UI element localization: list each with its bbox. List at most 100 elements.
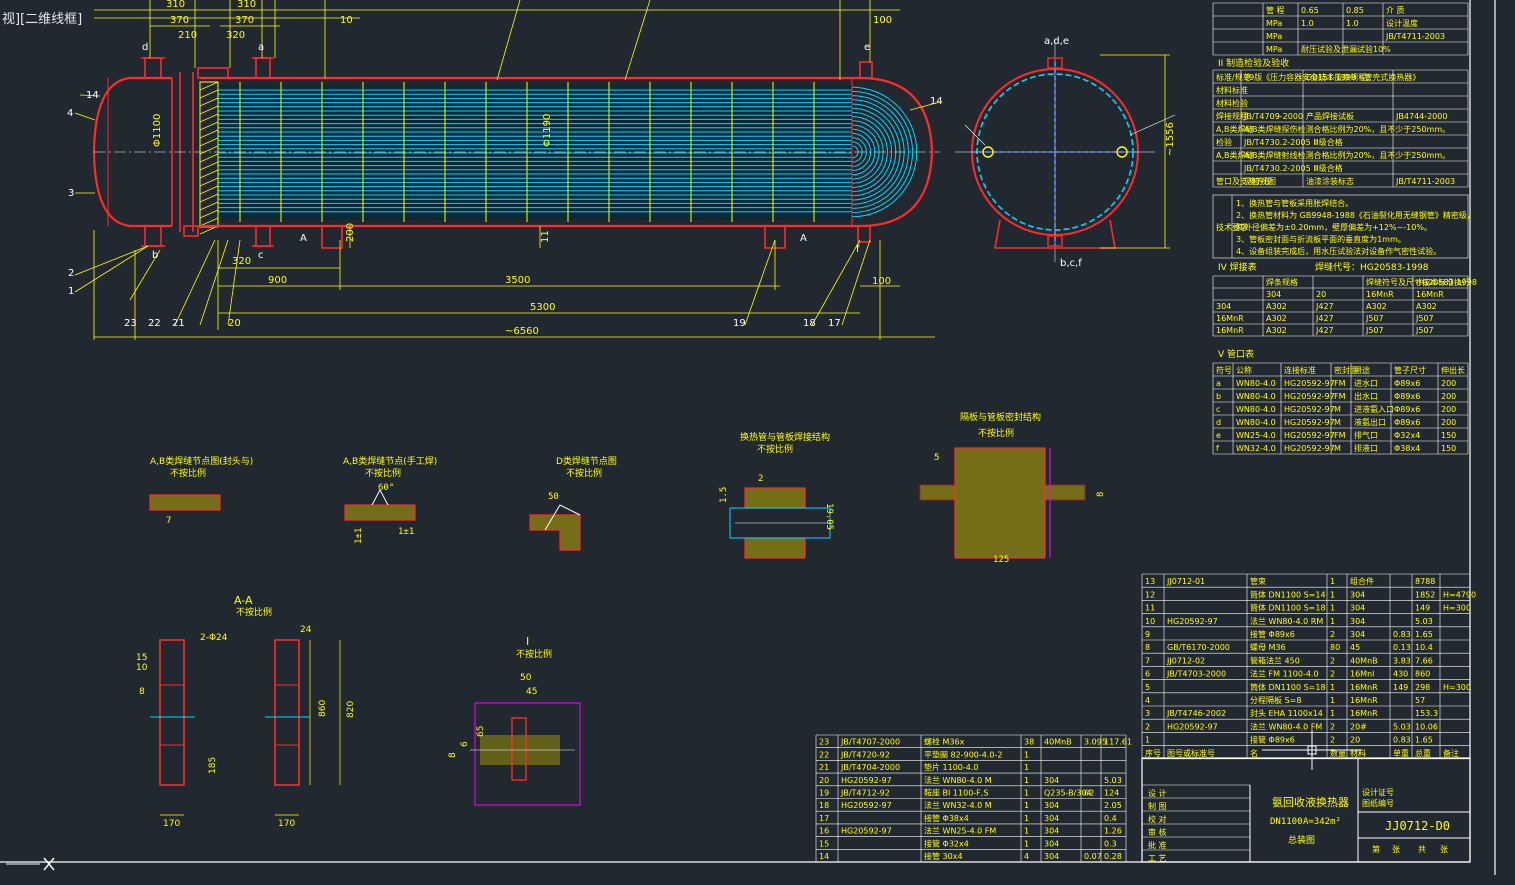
notes-side: 技术要求 [1216, 222, 1248, 232]
svg-text:10: 10 [136, 663, 148, 673]
table-cell: 接管 Φ32x4 [924, 838, 969, 848]
svg-text:370: 370 [170, 15, 189, 26]
svg-text:e: e [864, 42, 870, 53]
table-cell: 管箱法兰 450 [1250, 655, 1300, 665]
table-cell: 16MnR [1350, 709, 1378, 718]
table-cell: 1 [1024, 763, 1029, 772]
table-cell: FM [1334, 379, 1346, 388]
svg-text:100: 100 [873, 15, 892, 26]
table-cell: 筒体 DN1100 S=14 [1250, 589, 1326, 599]
role-label: 校 对 [1148, 814, 1167, 824]
table-cell: 材料检验 [1216, 98, 1248, 108]
note-line: 其外径偏差为±0.20mm，壁厚偏差为+12%~-10%。 [1236, 222, 1432, 232]
role-label: 设 计 [1148, 788, 1167, 798]
table-cell: 304 [1216, 302, 1231, 311]
table-cell: 焊接规程 [1216, 111, 1248, 121]
table-cell: JB/T4720-92 [840, 750, 890, 759]
svg-text:b: b [152, 250, 158, 261]
svg-text:310: 310 [237, 0, 256, 10]
svg-text:820: 820 [346, 701, 356, 718]
svg-text:~1556: ~1556 [1165, 122, 1176, 156]
table-cell: 介 质 [1386, 5, 1405, 15]
table-cell: 16Mnl [1350, 670, 1374, 679]
table-cell: 2.05 [1104, 801, 1122, 810]
table-cell: 排液口 [1354, 443, 1378, 453]
table-cell: 1 [1024, 827, 1029, 836]
table-cell: 19 [819, 789, 829, 798]
table-cell: JB/T4712-92 [840, 789, 890, 798]
svg-text:4: 4 [67, 108, 73, 119]
table-cell: 16MnR [1416, 290, 1444, 299]
table-cell: 设计温度 [1386, 18, 1418, 28]
table-cell: 出水口 [1354, 391, 1378, 401]
table-cell: 13 [1145, 577, 1155, 586]
svg-text:65: 65 [476, 726, 486, 737]
svg-text:不按比例: 不按比例 [236, 606, 272, 618]
table-cell: 149 [1415, 604, 1430, 613]
table-cell: A,B类焊缝探伤检测合格比例为20%，且不少于250mm。 [1244, 124, 1450, 134]
table-cell: 80 [1330, 643, 1340, 652]
svg-text:A=342m²: A=342m² [1303, 817, 1341, 827]
svg-text:8: 8 [448, 752, 458, 758]
svg-text:185: 185 [208, 757, 218, 774]
table-cell: 38 [1024, 738, 1034, 747]
table-cell: 筒体 DN1100 S=18 [1250, 603, 1326, 613]
svg-text:50: 50 [548, 492, 559, 502]
table-cell: 法兰 WN80-4.0 RM [1250, 616, 1323, 626]
table-cell: HG20592-97 [841, 801, 892, 810]
svg-text:~6560: ~6560 [505, 326, 539, 337]
svg-text:不按比例: 不按比例 [757, 443, 793, 455]
table-cell: d [1216, 418, 1221, 427]
table-cell: 液氨出口 [1354, 417, 1386, 427]
svg-text:7: 7 [166, 516, 171, 526]
svg-text:D类焊缝节点图: D类焊缝节点图 [556, 455, 617, 467]
table-cell: H=300 [1443, 604, 1471, 613]
svg-text:310: 310 [166, 0, 185, 10]
table-cell: 名 [1250, 748, 1258, 758]
table-cell: 7 [1145, 656, 1150, 665]
table-cell: 1 [1024, 839, 1029, 848]
detail-partition: 5 125 8 [919, 447, 1106, 565]
note-line: 3、管板密封面与折流板平面的垂直度为1mm。 [1236, 234, 1406, 244]
table-cell: 0.4 [1104, 814, 1117, 823]
table-cell: e [1216, 431, 1221, 440]
svg-text:A,B类焊缝节点(手工焊): A,B类焊缝节点(手工焊) [343, 455, 437, 467]
table-cell: HG20592-97 [1284, 379, 1335, 388]
svg-text:c: c [258, 250, 264, 261]
table-cell: 图号或标准号 [1167, 748, 1215, 758]
svg-text:3: 3 [68, 188, 74, 199]
table-cell: HG20592-97 [1284, 418, 1335, 427]
table-cell: 1852 [1415, 590, 1435, 599]
table-cell: 产品焊接试板 [1306, 111, 1354, 121]
svg-text:1.5: 1.5 [719, 487, 729, 503]
table-cell: A302 [1416, 302, 1437, 311]
table-cell: 2 [1330, 630, 1335, 639]
svg-text:100: 100 [872, 276, 891, 287]
table-cell: 15 [819, 839, 829, 848]
table-cell: 密封面 [1334, 365, 1358, 375]
svg-text:5: 5 [934, 453, 939, 463]
table-cell: 总重 [1415, 748, 1431, 758]
table-cell: 接管 Φ89x6 [1250, 629, 1295, 639]
table-cell: M [1334, 418, 1341, 427]
table-cell: 排气口 [1354, 430, 1378, 440]
table-cell: H=300 [1443, 683, 1471, 692]
table-cell: 1 [1024, 801, 1029, 810]
viewport-label[interactable]: 视][二维线框] [0, 8, 85, 27]
